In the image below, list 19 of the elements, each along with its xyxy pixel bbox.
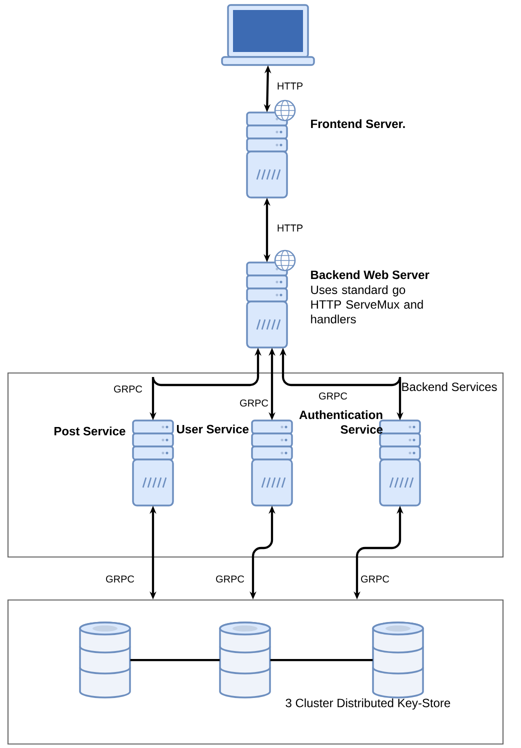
edge-label: GRPC [359,574,391,584]
edge-label: GRPC [112,384,144,394]
edge-label: GRPC [104,574,136,584]
server-label: Post Service [54,426,126,436]
server-description: Uses standard go HTTP ServeMux and handlers [311,285,423,324]
edge-label: HTTP [276,223,304,233]
edge-label: GRPC [317,391,349,401]
group-label: Backend Services [402,382,497,392]
edge-label: HTTP [276,81,304,91]
server-label: Frontend Server. [311,119,405,128]
edge-label: GRPC [214,574,246,584]
database-drawing [79,622,131,698]
edge-label: GRPC [238,398,270,408]
server-label: User Service [176,424,249,434]
database-drawing [219,622,271,698]
server-label: Backend Web Server [311,270,430,280]
group-label: 3 Cluster Distributed Key-Store [286,698,450,710]
database-drawing [372,622,424,698]
laptop-drawing [221,4,315,66]
